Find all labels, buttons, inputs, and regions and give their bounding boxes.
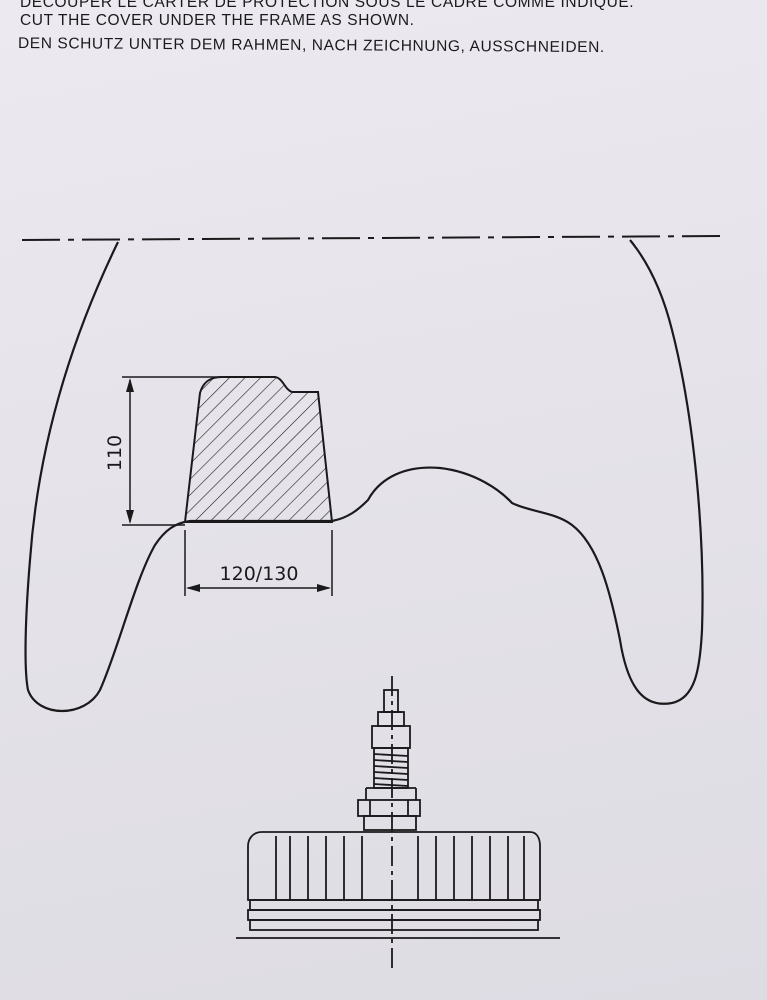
valve-part [236, 676, 560, 972]
frame-outline [24, 239, 704, 712]
center-line [21, 235, 726, 241]
height-label: 110 [104, 435, 126, 471]
cutout-area [183, 376, 334, 523]
width-label: 120/130 [220, 563, 299, 585]
height-dimension: 110 [104, 376, 222, 526]
width-dimension: 120/130 [184, 530, 333, 596]
instruction-english: CUT THE COVER UNDER THE FRAME AS SHOWN. [20, 12, 415, 29]
instruction-french: DECOUPER LE CARTER DE PROTECTION SOUS LE… [20, 0, 635, 11]
